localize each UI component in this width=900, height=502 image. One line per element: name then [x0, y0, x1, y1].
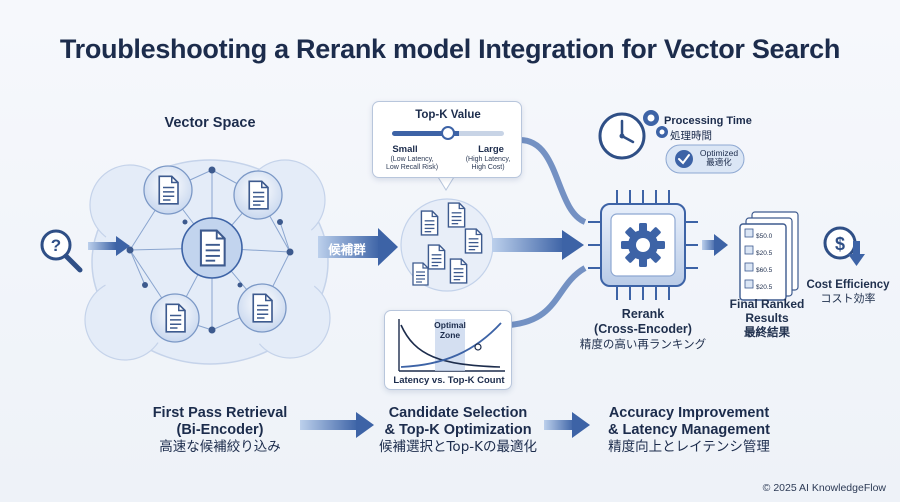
cost-efficiency-line-2: コスト効率: [820, 292, 876, 305]
search-query-icon: ?: [40, 229, 83, 273]
final-results-stack: [739, 211, 799, 301]
rerank-chip: [588, 190, 698, 300]
rerank-label: Rerank (Cross-Encoder) 精度の高い再ランキング: [568, 307, 718, 352]
stage-arrow-2: [544, 412, 590, 438]
check-icon: [678, 154, 690, 165]
stage-accuracy-line-3: 精度向上とレイテンシ管理: [608, 439, 770, 455]
topk-small-note-1: (Low Latency,: [390, 156, 434, 163]
topk-small-note: (Low Latency, Low Recall Risk): [375, 156, 449, 172]
page-title: Troubleshooting a Rerank model Integrati…: [59, 34, 841, 64]
topk-large-note-2: High Cost): [471, 164, 505, 171]
processing-time-title-jp: 処理時間: [670, 130, 712, 142]
flow-curves: [509, 137, 587, 328]
stage-candidate-selection: Candidate Selection & Top-K Optimization…: [368, 405, 548, 456]
result-row-3: $60.5: [756, 267, 773, 274]
svg-text:?: ?: [51, 236, 61, 255]
candidate-cluster: [400, 198, 494, 292]
results-rows: $50.0 $20.5 $60.5 $20.5: [756, 228, 786, 296]
final-results-line-3: 最終結果: [744, 325, 790, 339]
optimal-zone-line-1: Optimal: [434, 320, 466, 330]
stage-first-pass-line-3: 高速な候補絞り込み: [159, 439, 281, 455]
stage-accuracy-line-2: & Latency Management: [608, 422, 770, 438]
topk-small-note-2: Low Recall Risk): [385, 164, 439, 171]
optimized-badge: [665, 144, 745, 174]
small-gears-icon: [643, 110, 668, 138]
optimal-zone-label: Optimal Zone: [431, 320, 469, 340]
cost-efficiency-label: Cost Efficiency コスト効率: [798, 278, 898, 306]
dollar-down-icon: $: [823, 226, 865, 266]
processing-time-title: Processing Time: [664, 115, 752, 127]
result-row-1: $50.0: [756, 233, 773, 240]
topk-large-note: (High Latency, High Cost): [455, 156, 521, 172]
latency-chart-card: Optimal Zone Latency vs. Top-K Count: [384, 310, 512, 390]
optimized-badge-line-1: Optimized: [699, 148, 739, 158]
topk-slider-handle[interactable]: [441, 126, 455, 140]
stage-first-pass: First Pass Retrieval (Bi-Encoder) 高速な候補絞…: [140, 405, 300, 456]
rerank-to-results-arrow: [702, 234, 728, 256]
clock-icon: [598, 112, 646, 160]
stage-accuracy: Accuracy Improvement & Latency Managemen…: [594, 405, 784, 456]
stage-arrow-1: [300, 412, 374, 438]
vector-space-doc-nodes: [143, 165, 287, 343]
rerank-line-3: 精度の高い再ランキング: [579, 337, 707, 351]
optimal-zone-line-2: Zone: [439, 330, 461, 340]
query-arrow: [88, 236, 130, 256]
stage-candidate-line-3: 候補選択とTop-Kの最適化: [378, 439, 537, 455]
result-row-2: $20.5: [756, 250, 773, 257]
stage-candidate-line-2: & Top-K Optimization: [384, 422, 532, 438]
rerank-line-2: (Cross-Encoder): [594, 322, 692, 336]
gear-icon: [621, 223, 665, 267]
svg-text:$: $: [835, 234, 845, 254]
candidates-to-rerank-arrow: [492, 230, 584, 260]
candidates-tag: 候補群: [328, 242, 366, 257]
stage-candidate-line-1: Candidate Selection: [388, 405, 528, 421]
latency-chart-caption: Latency vs. Top-K Count: [393, 375, 505, 386]
stage-first-pass-line-2: (Bi-Encoder): [176, 422, 264, 438]
stage-first-pass-line-1: First Pass Retrieval: [152, 405, 288, 421]
topk-callout-tail: [437, 176, 455, 191]
optimized-badge-line-2: 最適化: [706, 158, 732, 168]
latency-chart: [398, 319, 505, 372]
vector-space-dots: [126, 166, 294, 334]
latency-chart-curve-recall: [400, 324, 501, 368]
latency-chart-marker: [474, 343, 482, 351]
topk-large-note-1: (High Latency,: [465, 156, 511, 163]
topk-large-label: Large: [478, 144, 504, 155]
cost-efficiency-line-1: Cost Efficiency: [806, 279, 890, 291]
final-results-label: Final Ranked Results 最終結果: [722, 297, 812, 340]
candidates-arrow: [318, 228, 398, 266]
vector-space-label: Vector Space: [164, 115, 256, 131]
rerank-line-1: Rerank: [621, 307, 665, 321]
result-row-4: $20.5: [756, 284, 773, 291]
optimized-badge-text: Optimized 最適化: [696, 148, 742, 168]
topk-card: Top-K Value Small (Low Latency, Low Reca…: [372, 101, 522, 178]
latency-chart-curve-latency: [400, 322, 502, 368]
stage-accuracy-line-1: Accuracy Improvement: [608, 405, 770, 421]
final-results-line-1: Final Ranked: [729, 297, 805, 311]
topk-small-label: Small: [392, 144, 418, 155]
final-results-line-2: Results: [745, 311, 789, 325]
topk-title: Top-K Value: [415, 109, 481, 121]
copyright: © 2025 AI KnowledgeFlow: [762, 482, 886, 494]
